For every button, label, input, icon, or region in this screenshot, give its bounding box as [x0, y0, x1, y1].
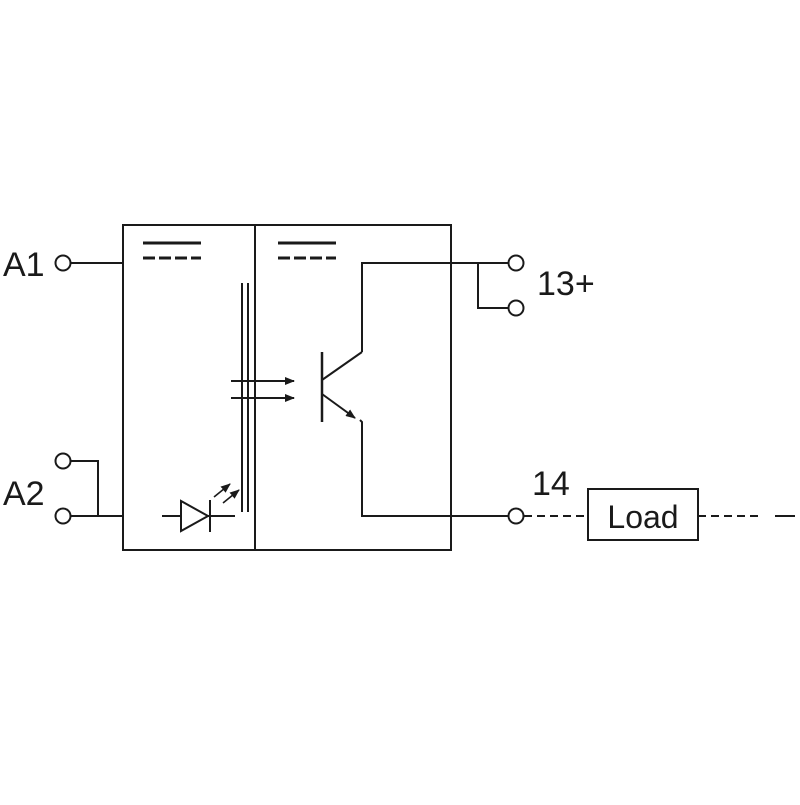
label-14: 14	[532, 465, 570, 503]
terminal-a1	[54, 254, 72, 272]
terminal-13-upper	[507, 254, 525, 272]
relay-housing	[122, 224, 452, 551]
label-a2: A2	[3, 475, 45, 513]
label-a1: A1	[3, 246, 45, 284]
terminal-14	[507, 507, 525, 525]
wire-a2-bridge	[71, 460, 99, 516]
dc-symbol-output	[278, 241, 336, 260]
terminal-a2-upper	[54, 452, 72, 470]
terminal-13-lower	[507, 299, 525, 317]
dc-symbol-input	[143, 241, 201, 260]
load-label: Load	[607, 499, 678, 535]
wire-13-bridge	[477, 263, 508, 309]
load-box	[587, 488, 699, 541]
label-13: 13+	[537, 265, 595, 303]
phototransistor-icon	[320, 262, 508, 517]
terminal-a2-lower	[54, 507, 72, 525]
led-icon	[162, 483, 240, 533]
